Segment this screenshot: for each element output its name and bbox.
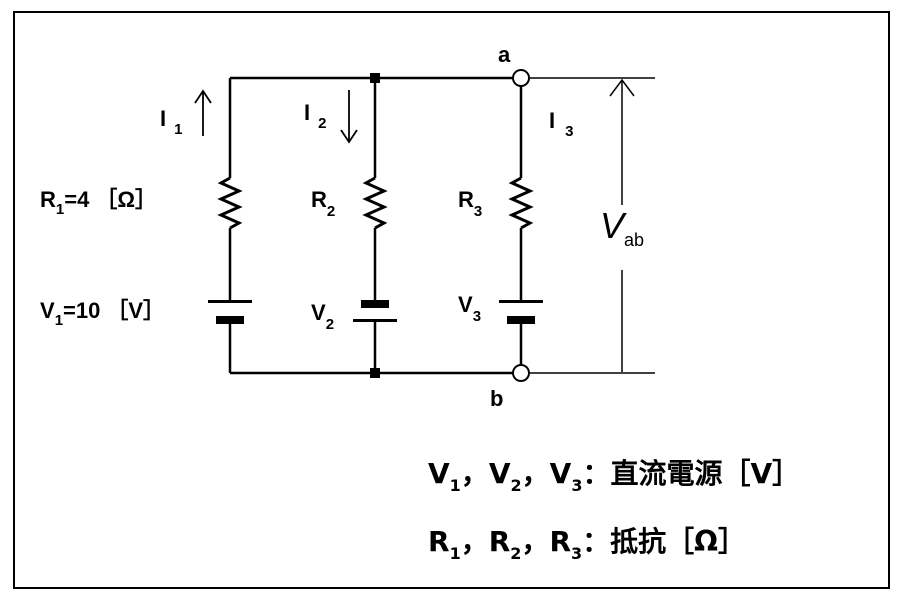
i1-arrow-head <box>194 89 212 104</box>
v2-label: V2 <box>311 300 334 333</box>
resistor-r1 <box>217 176 243 230</box>
node-label-a: a <box>498 42 511 67</box>
i2-arrow-head <box>340 129 358 144</box>
battery-v3-short-plate <box>507 316 535 324</box>
figure-frame <box>13 11 890 589</box>
r1-label: R1=4［Ω］ <box>40 187 157 218</box>
terminal-b <box>512 364 530 382</box>
battery-v2-long-plate <box>353 319 397 322</box>
vab-label: Vab <box>600 205 644 250</box>
battery-v2-short-plate <box>361 300 389 308</box>
battery-v1-long-plate <box>208 300 252 303</box>
node-label-b: b <box>490 386 503 411</box>
v1-label: V1=10［V］ <box>40 298 165 329</box>
v3-label: V3 <box>458 292 481 325</box>
resistor-r2 <box>362 176 388 230</box>
legend-voltage-sources: V1，V2，V3：直流電源［V］ <box>428 457 800 495</box>
circuit-wires <box>194 76 655 375</box>
junction-bottom <box>370 368 380 378</box>
vab-arrow-head <box>609 78 635 97</box>
junction-top <box>370 73 380 83</box>
battery-v3-long-plate <box>499 300 543 303</box>
terminal-a <box>512 69 530 87</box>
batteries <box>208 300 543 324</box>
battery-v1-short-plate <box>216 316 244 324</box>
legend-resistors: R1，R2，R3：抵抗［Ω］ <box>428 525 746 563</box>
r2-label: R2 <box>311 187 335 220</box>
resistor-r3 <box>508 176 534 230</box>
r3-label: R3 <box>458 187 482 220</box>
